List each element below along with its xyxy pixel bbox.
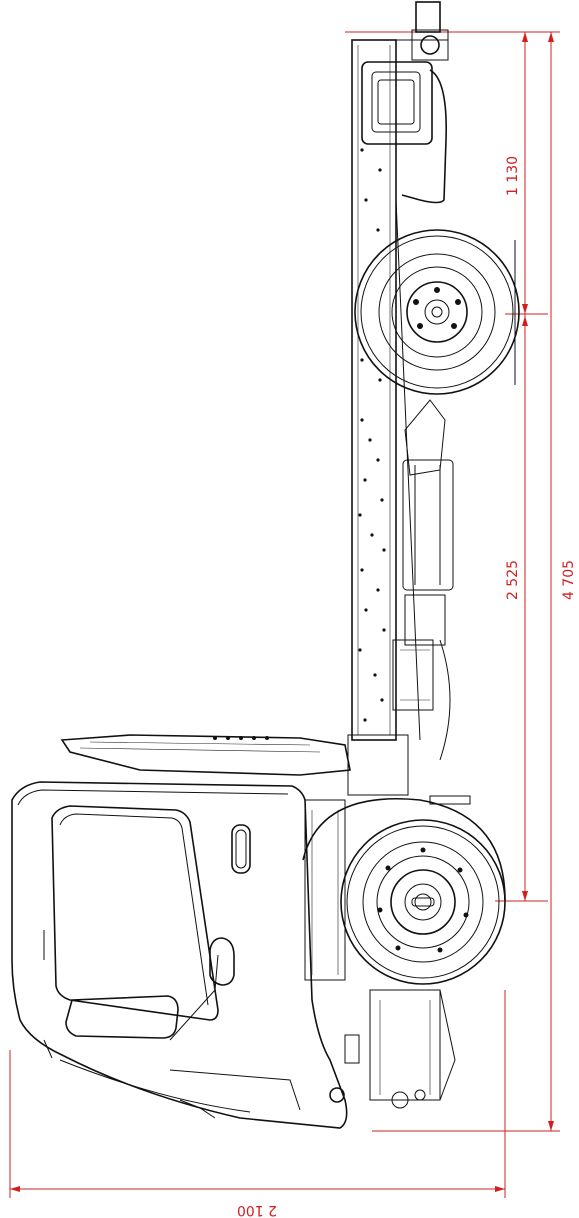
wheelbase-label: 2 525 — [505, 560, 521, 600]
frame-holes — [358, 148, 386, 722]
front-suspension — [304, 795, 471, 1109]
rear-wheel — [354, 229, 520, 395]
chassis-frame — [347, 39, 421, 796]
overall-height-label: 2 100 — [237, 1202, 277, 1218]
rear-light-box — [361, 61, 447, 204]
rear-overhang-label: 1 130 — [505, 156, 521, 196]
rear-tow-hitch — [396, 1, 449, 61]
overall-length-label: 4 705 — [561, 560, 577, 600]
driveshaft — [392, 399, 454, 761]
cab — [11, 781, 360, 1129]
cab-roof-deflector — [60, 734, 351, 776]
front-wheel — [302, 798, 506, 985]
dimension-lines — [9, 31, 560, 1198]
